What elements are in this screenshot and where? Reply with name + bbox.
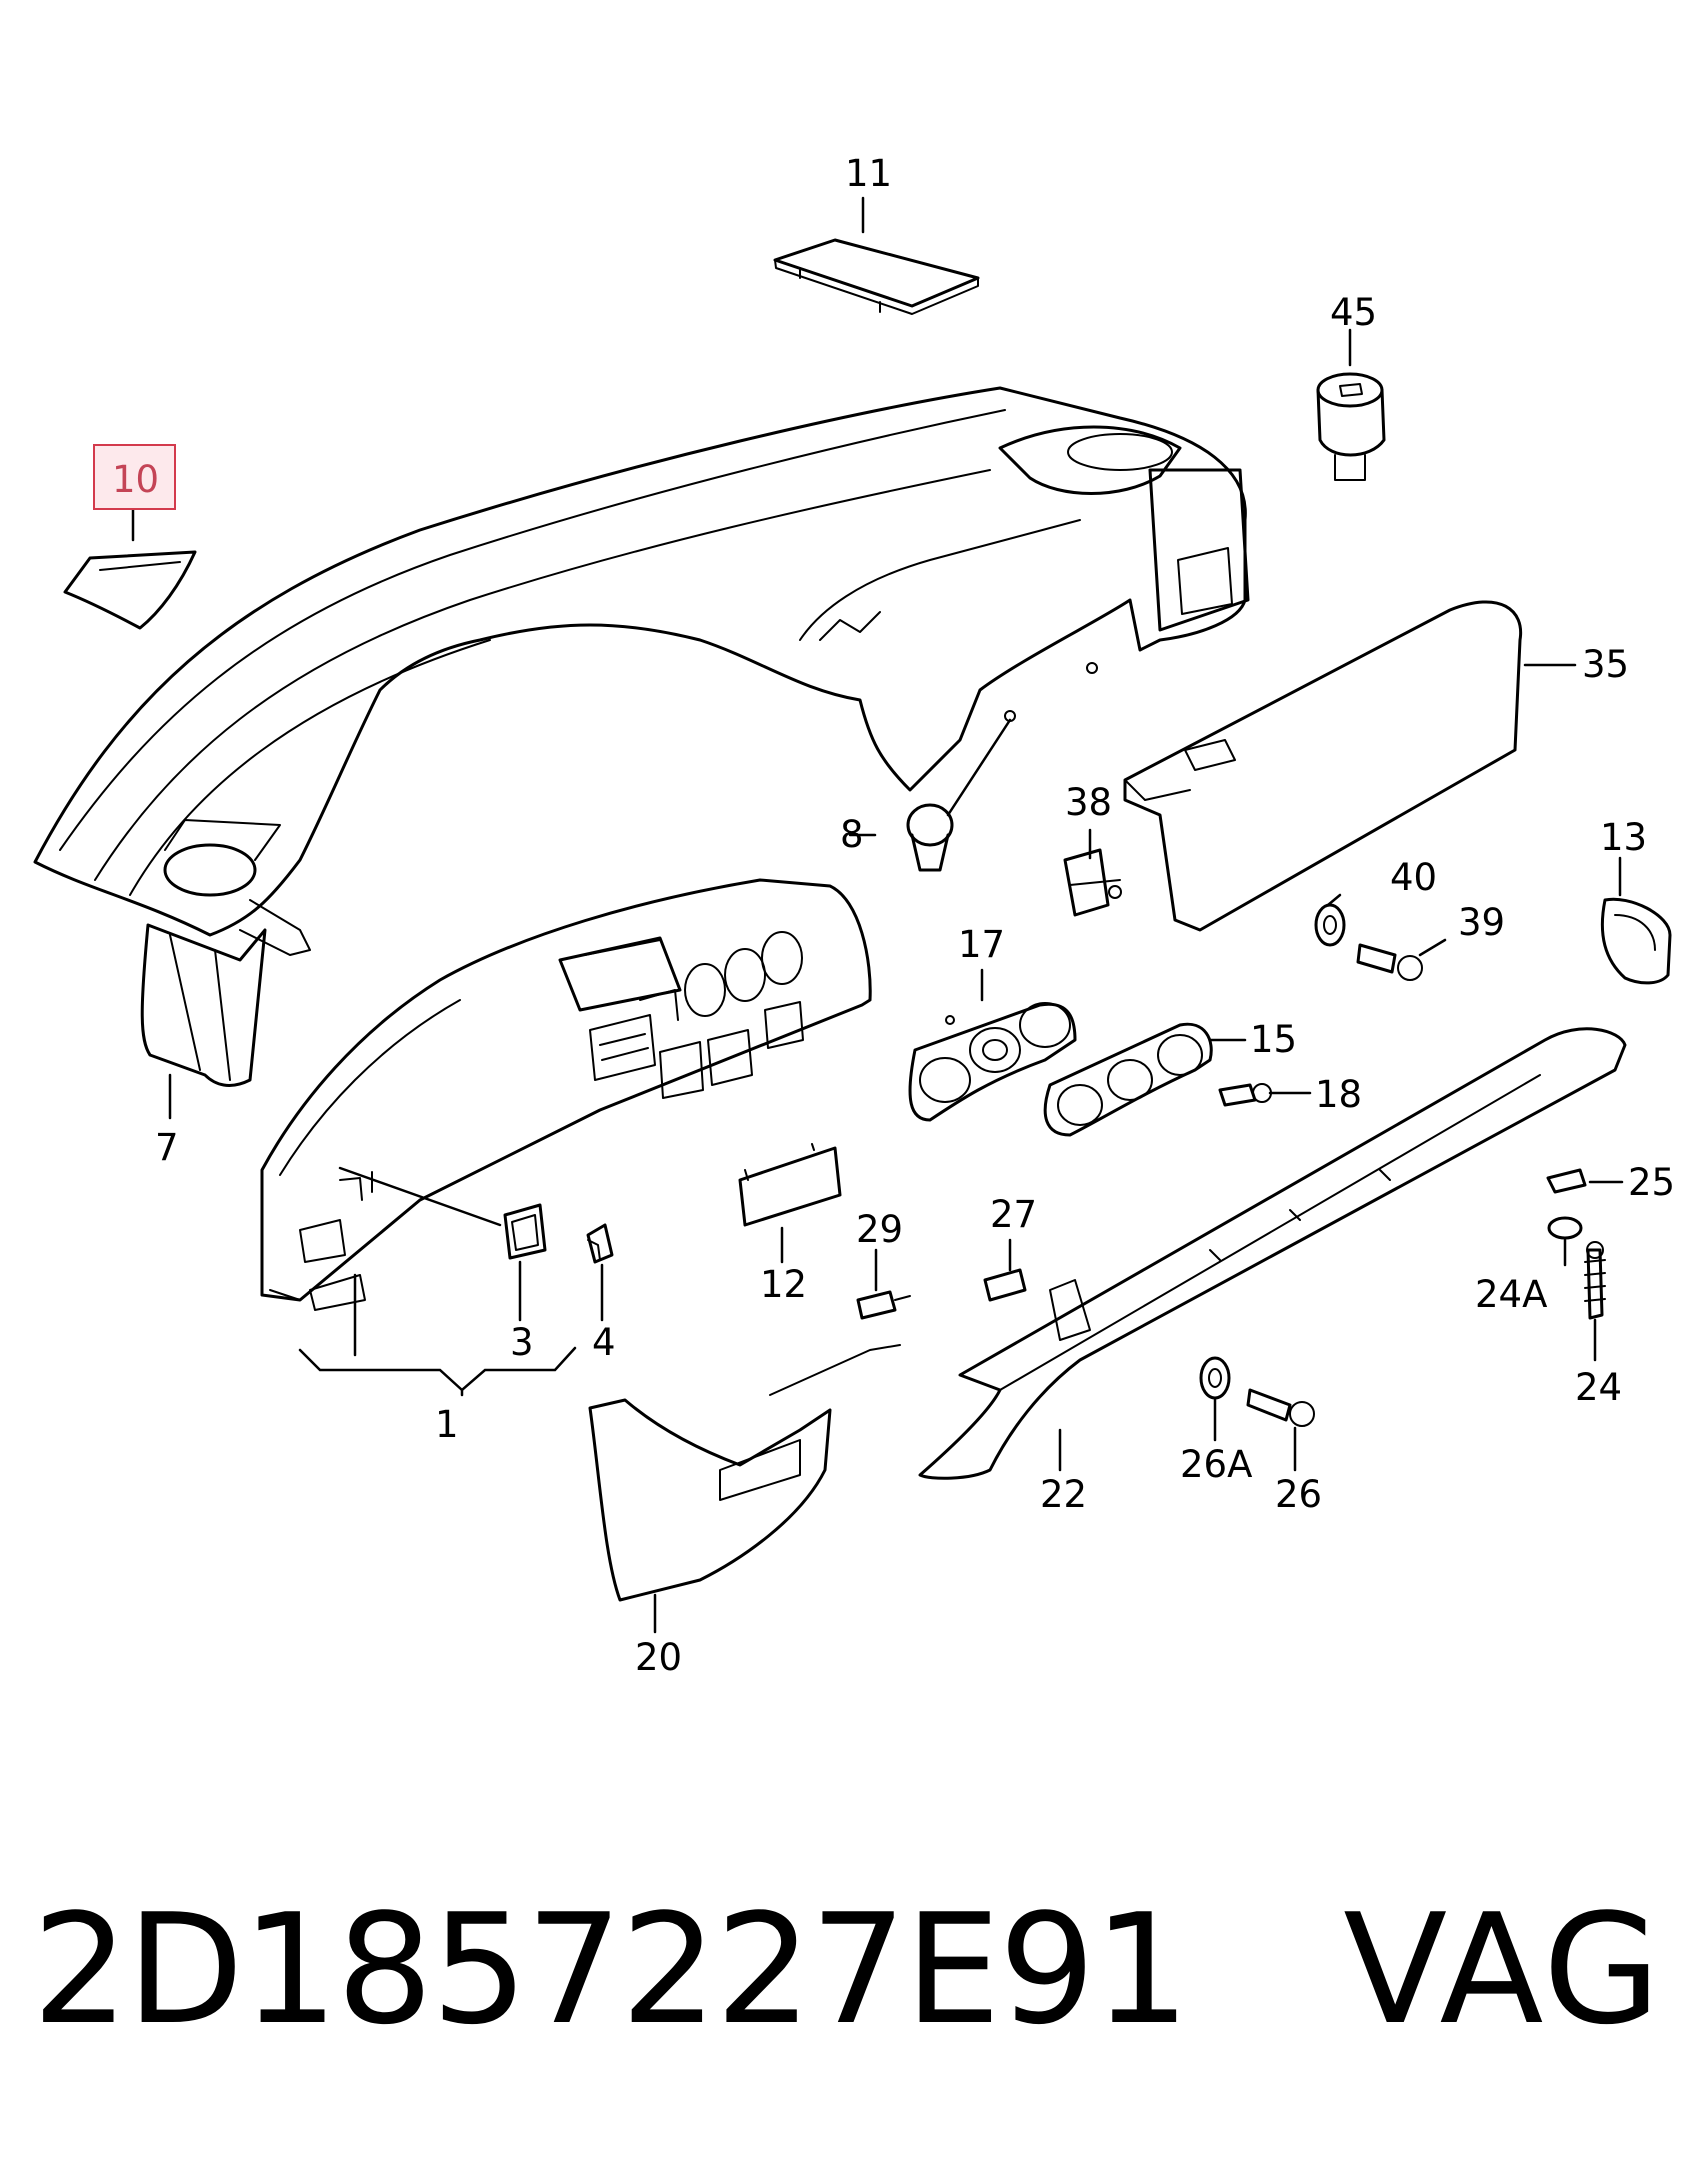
part-35-glovebox-lid bbox=[1123, 600, 1523, 932]
part-3-clip bbox=[338, 1166, 547, 1260]
callout-38: 38 bbox=[1065, 781, 1112, 824]
callout-27: 27 bbox=[990, 1193, 1037, 1236]
callout-45: 45 bbox=[1330, 291, 1377, 334]
callout-20: 20 bbox=[635, 1636, 682, 1679]
part-39-screw bbox=[1356, 943, 1423, 981]
part-number: 2D1857227E91 bbox=[32, 1881, 1190, 2058]
part-45-lighter bbox=[1316, 372, 1386, 481]
callout-40: 40 bbox=[1390, 856, 1437, 899]
callout-1: 1 bbox=[435, 1403, 459, 1446]
callout-18: 18 bbox=[1315, 1073, 1362, 1116]
part-20-side-cover bbox=[588, 1344, 901, 1602]
exploded-parts-diagram: 11 45 10 35 8 38 40 39 13 17 15 18 7 25 … bbox=[33, 152, 1675, 1679]
callout-29: 29 bbox=[856, 1208, 903, 1251]
brand-name: VAG bbox=[1343, 1881, 1663, 2058]
part-26-screw bbox=[1246, 1388, 1315, 1427]
part-22-lower-panel bbox=[918, 1027, 1627, 1480]
part-38-latch bbox=[1063, 848, 1122, 917]
callout-13: 13 bbox=[1600, 816, 1647, 859]
callout-24: 24 bbox=[1575, 1366, 1622, 1409]
callout-12: 12 bbox=[760, 1263, 807, 1306]
dashboard-upper-body bbox=[33, 386, 1250, 956]
part-24-screw bbox=[1584, 1241, 1606, 1320]
part-10-trim-piece bbox=[63, 550, 197, 630]
callout-22: 22 bbox=[1040, 1473, 1087, 1516]
callout-8: 8 bbox=[840, 813, 864, 856]
part-40-washer bbox=[1314, 903, 1346, 947]
footer: 2D1857227E91 VAG bbox=[32, 1880, 1661, 2060]
callout-15: 15 bbox=[1250, 1018, 1297, 1061]
part-15-heater-bezel bbox=[1043, 1022, 1213, 1137]
callout-17: 17 bbox=[958, 923, 1005, 966]
highlight-box-10 bbox=[93, 444, 176, 510]
callout-10: 10 bbox=[112, 458, 159, 501]
part-7-left-duct bbox=[140, 923, 267, 1087]
part-29-clip bbox=[856, 1290, 911, 1320]
callout-3: 3 bbox=[510, 1321, 534, 1364]
callout-11: 11 bbox=[845, 152, 892, 195]
part-13-side-trim bbox=[1600, 897, 1672, 985]
part-4-bracket bbox=[586, 1223, 614, 1264]
part-11-cover-plate bbox=[773, 238, 980, 315]
callout-26: 26 bbox=[1275, 1473, 1322, 1516]
part-18-screw bbox=[1218, 1083, 1272, 1107]
callout-4: 4 bbox=[592, 1321, 616, 1364]
part-26a-washer bbox=[1199, 1356, 1231, 1400]
part-27-clip bbox=[983, 1268, 1027, 1302]
part-17-heater-control bbox=[908, 1002, 1077, 1122]
part-8-clip bbox=[906, 718, 1012, 872]
callout-24a: 24A bbox=[1475, 1273, 1547, 1316]
part-25-clip-nut bbox=[1546, 1168, 1587, 1194]
part-12-blank-cover bbox=[738, 1143, 842, 1227]
callout-35: 35 bbox=[1582, 643, 1629, 686]
part-1-instrument-panel bbox=[260, 878, 872, 1311]
callout-25: 25 bbox=[1628, 1161, 1675, 1204]
callout-39: 39 bbox=[1458, 901, 1505, 944]
callout-7: 7 bbox=[155, 1126, 179, 1169]
callout-26a: 26A bbox=[1180, 1443, 1252, 1486]
part-24a-washer bbox=[1547, 1216, 1583, 1240]
